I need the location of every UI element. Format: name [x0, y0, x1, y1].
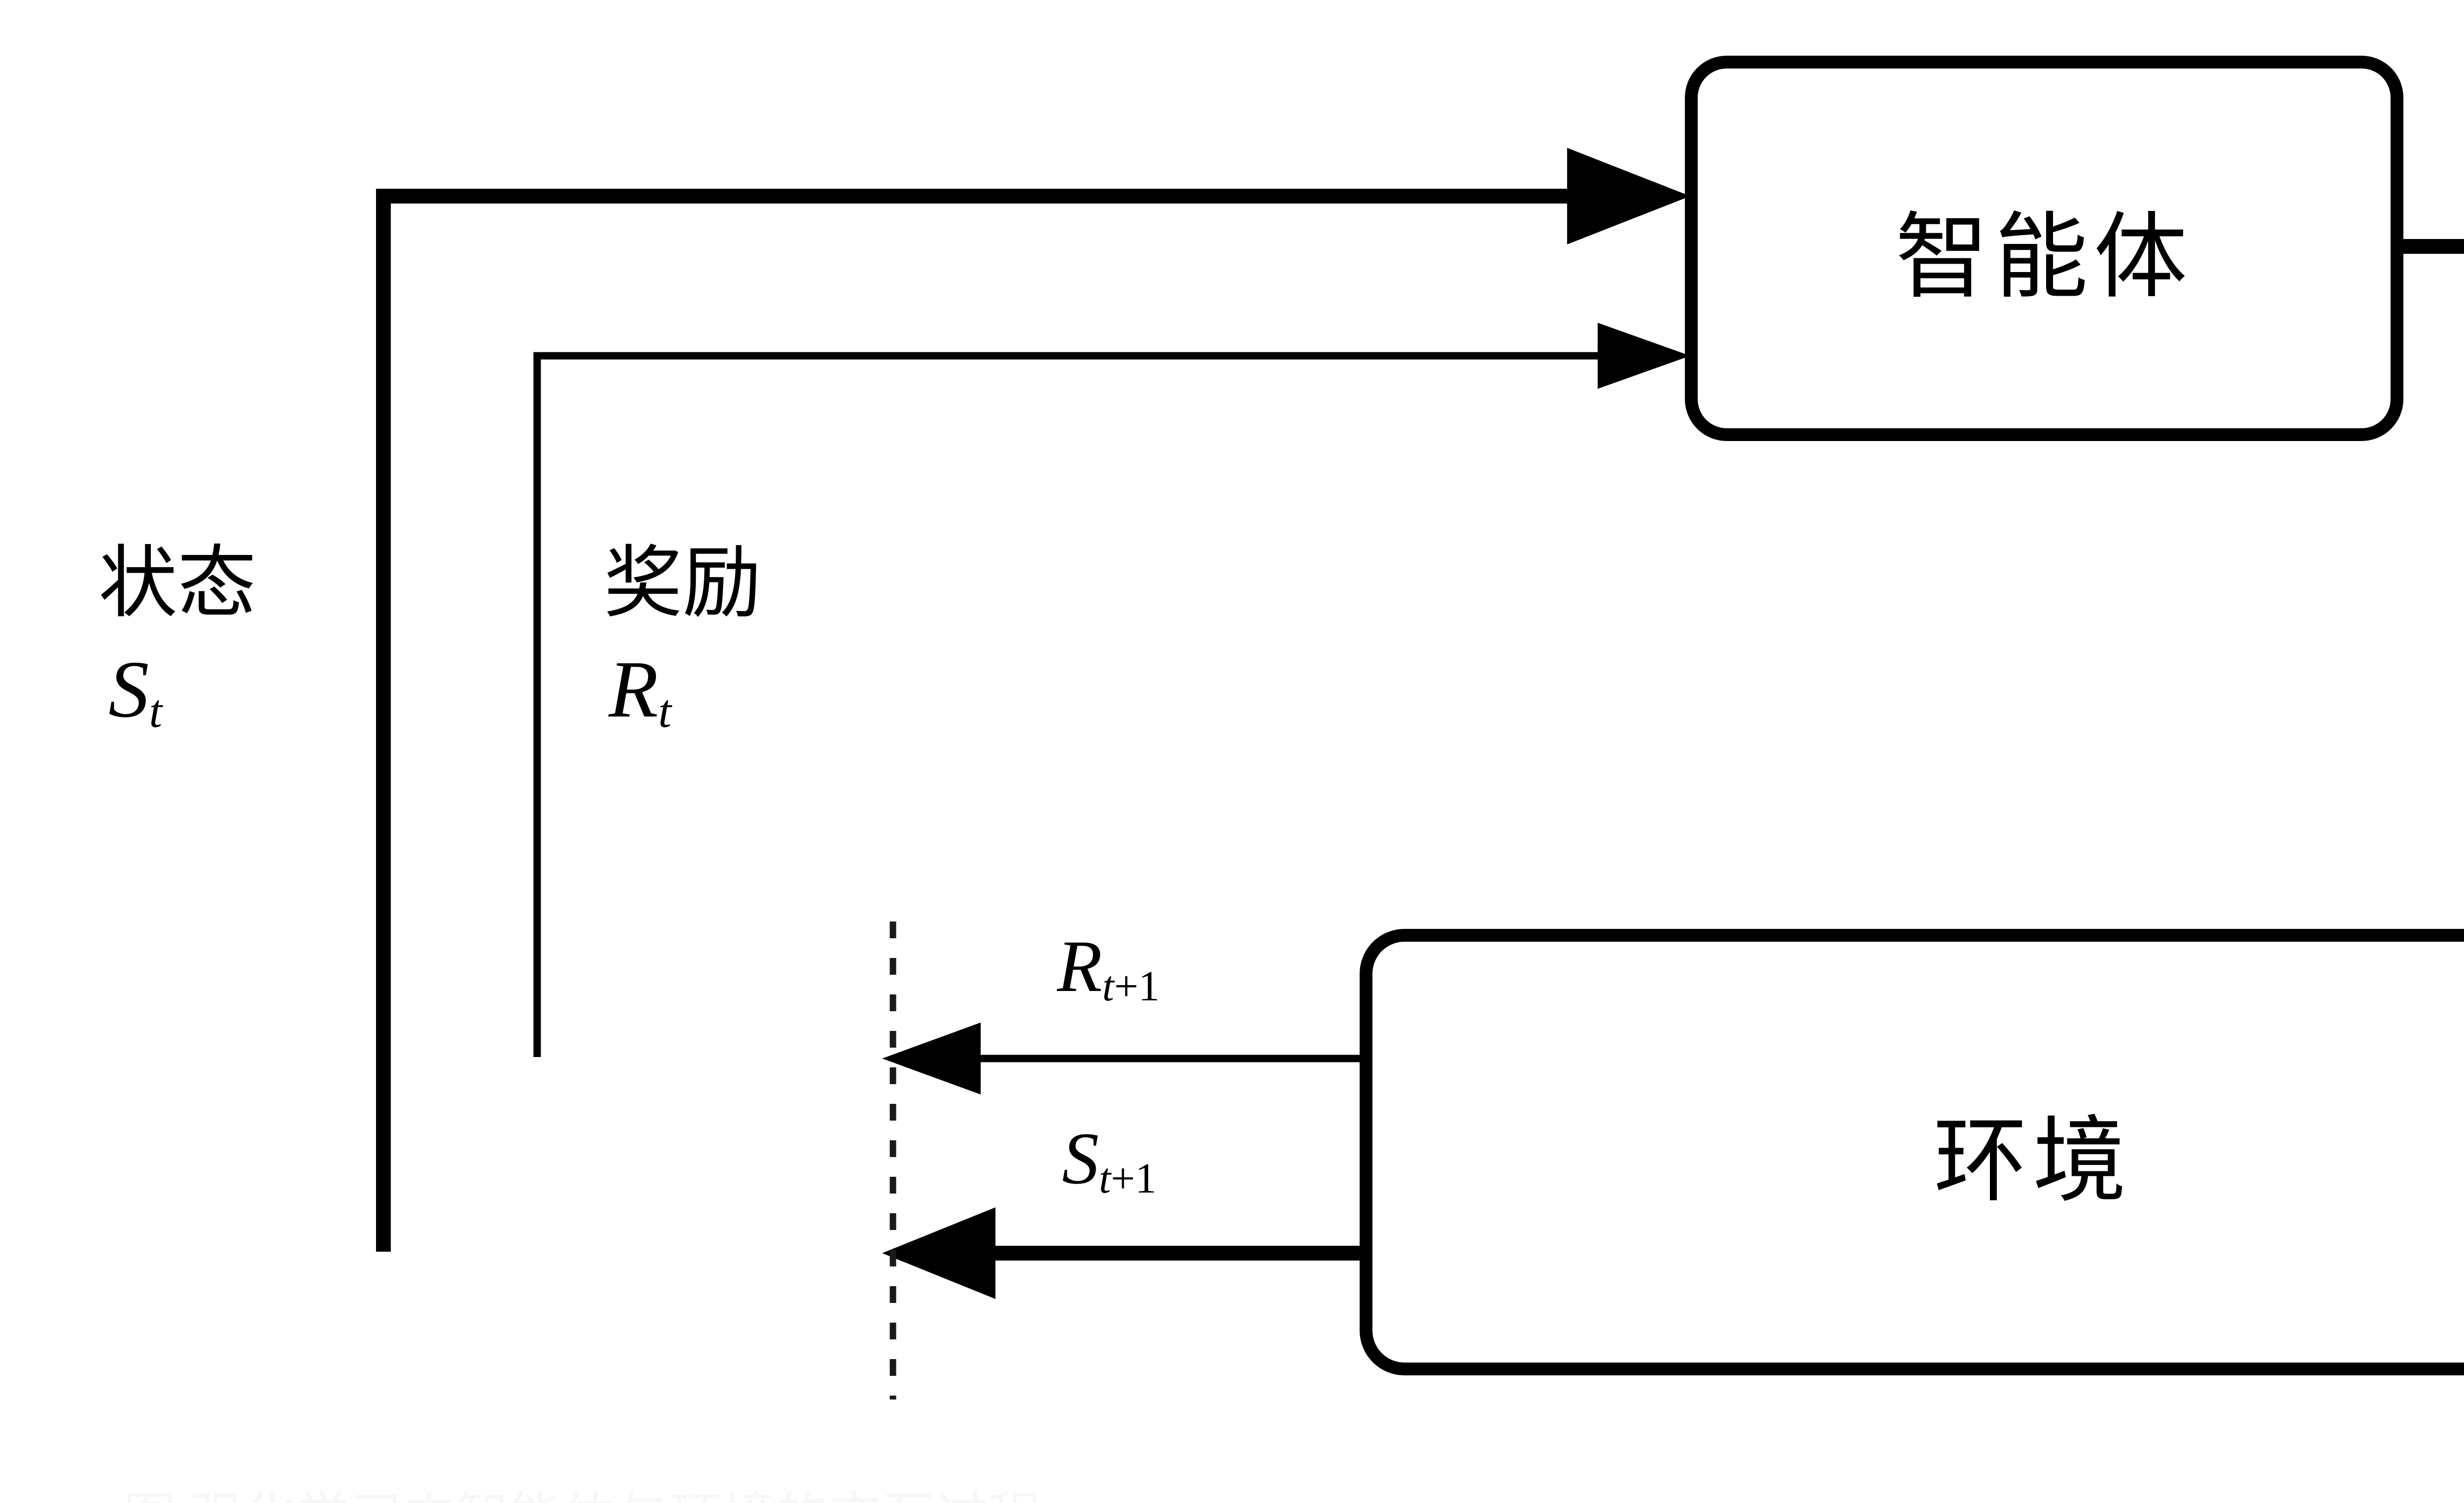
edge-next-state [882, 1207, 1365, 1299]
arrowhead-next-state [882, 1207, 995, 1299]
edge-reward-to-agent [533, 323, 1690, 1057]
agent-node-label: 智能体 [1691, 62, 2397, 435]
reward-side-label: 奖励 Rt [604, 542, 761, 745]
figure-caption: 图 强化学习中智能体与环境的交互过程 [123, 1474, 1041, 1503]
agent-label-text: 智能体 [1895, 206, 2193, 310]
reward-label-name: 奖励 [604, 540, 762, 627]
state-label-name: 状态 [99, 540, 257, 627]
next-reward-edge-label: Rt+1 [1057, 925, 1160, 1010]
arrowhead-reward [1598, 323, 1690, 389]
state-side-label: 状态 St [99, 542, 256, 745]
state-label-symbol: St [108, 644, 163, 738]
edge-state-to-agent [376, 148, 1690, 1252]
environment-node-label: 环境 [1366, 935, 2464, 1369]
arrowhead-state [1567, 148, 1690, 244]
arrowhead-next-reward [882, 1023, 981, 1094]
next-state-edge-label: St+1 [1062, 1118, 1157, 1202]
reward-label-symbol: Rt [609, 644, 672, 738]
environment-label-text: 环境 [1933, 1110, 2132, 1214]
environment-node-shape[interactable] [1360, 929, 2464, 1375]
edge-next-reward [882, 1023, 1365, 1094]
agent-node-shape[interactable] [1685, 56, 2403, 441]
